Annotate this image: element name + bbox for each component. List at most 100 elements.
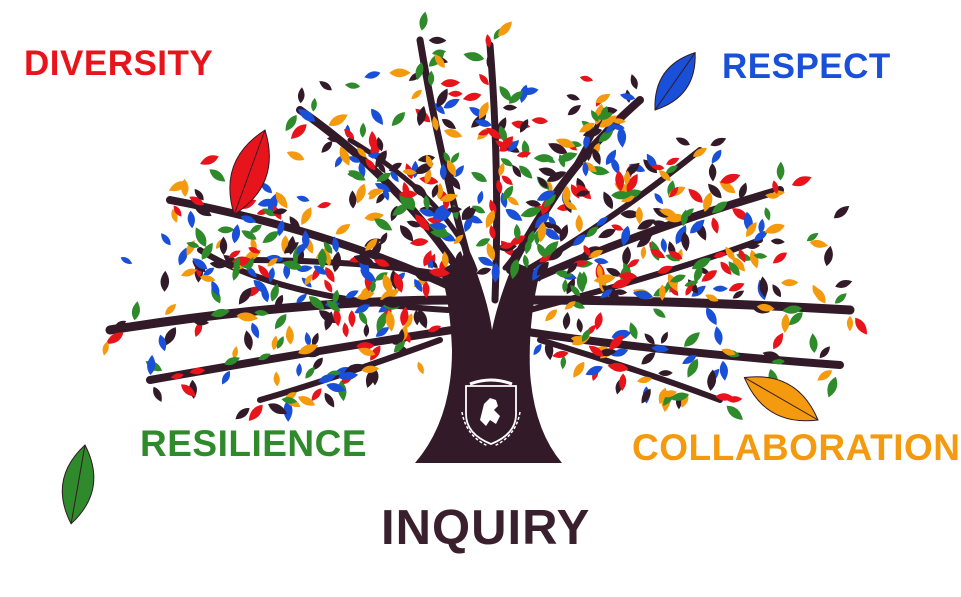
leaf (531, 117, 548, 125)
leaf (599, 115, 618, 128)
leaf (486, 242, 496, 261)
leaf (685, 283, 693, 296)
leaf (538, 167, 558, 177)
tree-branch (416, 36, 474, 269)
leaf (545, 309, 558, 322)
leaf (661, 331, 668, 344)
leaf (576, 190, 591, 197)
leaf (620, 210, 641, 219)
leaf (254, 309, 269, 316)
leaf (308, 296, 325, 310)
leaf (508, 139, 519, 152)
accent-leaf (743, 376, 819, 422)
leaf (209, 261, 227, 269)
leaf (417, 361, 424, 375)
leaf (519, 84, 529, 103)
leaf (611, 124, 625, 130)
leaf (282, 260, 303, 270)
leaf (393, 340, 406, 353)
leaf (268, 267, 275, 283)
leaf (298, 344, 319, 355)
leaf (598, 129, 614, 143)
leaf (344, 363, 363, 374)
leaf (311, 332, 319, 347)
leaf (388, 162, 402, 171)
leaf (253, 280, 269, 294)
leaf (455, 251, 463, 268)
leaf (324, 392, 335, 408)
leaf (120, 257, 133, 264)
leaf (382, 187, 390, 201)
leaf (428, 36, 447, 44)
leaf (485, 209, 495, 229)
leaf (533, 343, 542, 356)
leaf (651, 220, 671, 230)
leaf (219, 236, 228, 255)
leaf (334, 155, 343, 168)
leaf (423, 250, 432, 267)
leaf (732, 290, 745, 299)
leaf (369, 280, 376, 294)
leaf (427, 325, 442, 333)
leaf (158, 334, 167, 352)
leaf (548, 248, 564, 261)
leaf (706, 307, 717, 326)
leaf (415, 62, 424, 81)
accent-leaves (61, 51, 819, 525)
leaf (102, 341, 109, 356)
leaf (417, 309, 428, 329)
leaf (371, 108, 383, 125)
leaf (692, 147, 707, 157)
leaf (447, 90, 463, 97)
leaf (643, 159, 658, 174)
leaf (621, 225, 631, 247)
leaf (732, 257, 746, 272)
leaf (726, 396, 743, 403)
leaf (772, 180, 779, 195)
leaf (325, 267, 335, 283)
leaf (221, 370, 231, 385)
leaf (719, 181, 736, 194)
leaf (738, 182, 747, 200)
leaf (559, 224, 569, 242)
leaf (335, 224, 351, 235)
leaf (333, 308, 341, 327)
leaf (728, 261, 740, 276)
leaf (537, 243, 547, 259)
crest-banner (469, 378, 513, 386)
leaf (415, 214, 430, 231)
leaf (693, 265, 703, 283)
leaf (427, 217, 442, 224)
leaf (361, 365, 380, 374)
leaf (358, 347, 376, 356)
leaf (598, 228, 616, 239)
leaf (624, 170, 631, 186)
leaf (371, 242, 382, 259)
leaf (345, 290, 359, 299)
leaf (416, 105, 426, 126)
leaf (270, 283, 279, 302)
leaf (429, 222, 448, 230)
leaf (688, 188, 703, 203)
leaf (562, 279, 568, 293)
leaf (326, 383, 346, 392)
leaf (720, 173, 741, 184)
leaf (711, 149, 722, 164)
leaf (691, 285, 706, 297)
leaf (560, 355, 567, 370)
leaf (210, 308, 230, 318)
leaf (703, 192, 713, 213)
leaf (536, 261, 549, 276)
leaf (370, 345, 381, 361)
leaf (425, 154, 433, 169)
leaf (583, 245, 591, 257)
leaf (719, 360, 728, 381)
leaf (636, 376, 652, 384)
leaf (274, 314, 287, 330)
leaf (238, 287, 252, 305)
tree-branch (296, 106, 466, 279)
leaf (194, 205, 212, 217)
leaf (746, 221, 757, 237)
leaf (725, 246, 735, 261)
